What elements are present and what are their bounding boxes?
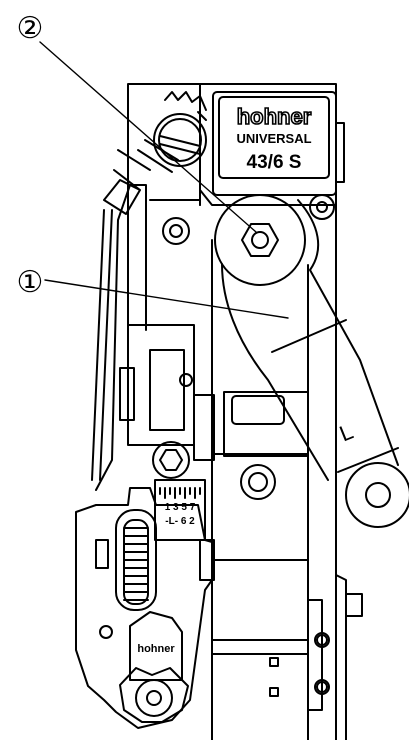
nameplate-model: UNIVERSAL <box>236 131 311 146</box>
hex-screw-left <box>152 441 190 479</box>
bottom-knob <box>119 667 189 723</box>
left-guide <box>95 184 147 491</box>
adjuster-slot <box>115 509 157 611</box>
top-screw-slot <box>159 135 201 147</box>
lever-arm <box>221 199 399 481</box>
middle-slider <box>193 394 215 461</box>
nameplate-type: 43/6 S <box>247 152 302 173</box>
carrier-screw <box>240 464 276 500</box>
left-clamp-inner <box>149 349 185 431</box>
frame-screw-right-inner <box>316 201 328 213</box>
main-frame <box>127 83 345 741</box>
knob-brand: hohner <box>137 643 175 655</box>
bottom-knob-hole <box>146 690 162 706</box>
scale-ticks <box>159 487 201 499</box>
clamp-screw <box>179 373 193 387</box>
bracket-screw-1 <box>314 632 330 648</box>
knob-plate <box>129 611 183 681</box>
pivot-hex-center <box>251 231 269 249</box>
lever-label: L <box>336 419 357 447</box>
lower-right-bracket <box>307 574 347 741</box>
housing-ledge <box>149 199 201 206</box>
scale-bottom-digits: -L- 6 2 <box>165 516 195 527</box>
rod-coupling <box>103 149 151 215</box>
cross-screw-1 <box>316 634 328 646</box>
adjuster-right-tab <box>199 539 215 581</box>
frame-screw-left-inner <box>169 224 183 238</box>
upper-housing <box>199 189 337 206</box>
nameplate-brand: hohner <box>237 104 312 129</box>
adjuster-small-screw <box>99 625 113 639</box>
lever-end-hole <box>365 482 391 508</box>
hex-screw-left-head <box>159 449 183 471</box>
carrier-screw-inner <box>248 472 268 492</box>
adjuster-wheel-ridges <box>123 527 149 601</box>
roller-block <box>231 395 285 425</box>
adjuster-side-tab <box>95 539 109 569</box>
callout-1: ① <box>17 265 44 300</box>
lower-pin-2 <box>269 687 279 697</box>
inner-carrier <box>211 453 309 655</box>
leader-line-2 <box>39 41 257 233</box>
bracket-screw-2 <box>314 679 330 695</box>
leader-line-1 <box>44 279 289 319</box>
middle-block <box>223 391 309 457</box>
lever-end <box>345 462 409 528</box>
nameplate <box>212 91 337 196</box>
adjuster-wheel <box>123 519 149 605</box>
frame-screw-right <box>309 194 335 220</box>
lever-band-2 <box>337 447 399 473</box>
left-clamp-tab <box>119 367 135 421</box>
pivot-hex-nut <box>241 223 279 257</box>
cross-screw-2 <box>316 681 328 693</box>
top-screw-inner <box>158 118 202 162</box>
scale-plate <box>154 479 206 541</box>
bracket-tab <box>345 593 363 617</box>
rod-coupling-2 <box>137 139 179 173</box>
feed-rod-2 <box>99 209 113 481</box>
callout-2: ② <box>17 11 44 46</box>
feed-rod <box>91 209 105 481</box>
gear-teeth <box>164 91 207 121</box>
frame-screw-left <box>162 217 190 245</box>
scale-top-digits: 1 3 5 7 <box>165 502 196 513</box>
pivot-ring <box>214 194 306 286</box>
lower-pin-1 <box>269 657 279 667</box>
top-screw-slot-2 <box>159 143 201 155</box>
nameplate-inner <box>218 96 330 179</box>
bottom-knob-ring <box>135 679 173 717</box>
